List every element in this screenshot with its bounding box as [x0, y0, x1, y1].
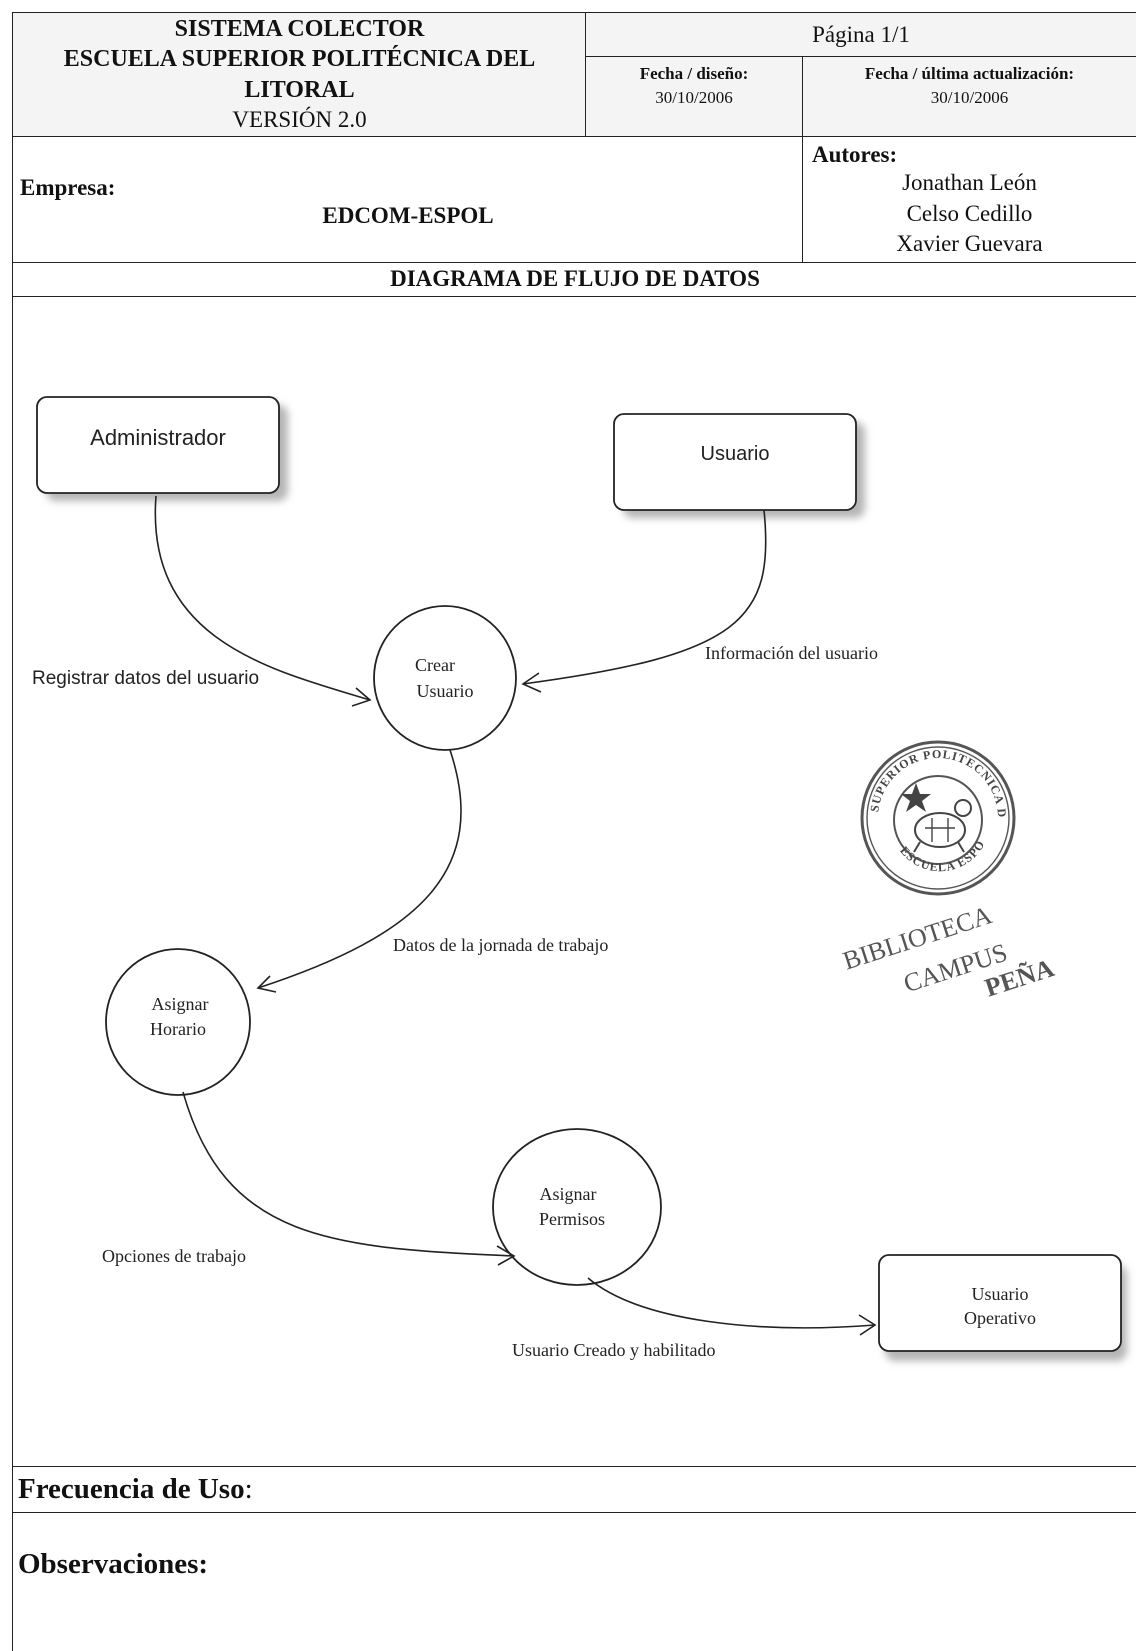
company-bottom — [12, 262, 1136, 263]
frequency-label: Frecuencia de Uso — [18, 1473, 245, 1505]
assign-permissions-label-1: Asignar — [540, 1184, 597, 1204]
header-background — [13, 13, 1136, 136]
company-label: Empresa: — [20, 175, 116, 200]
design-date-label: Fecha / diseño: — [639, 64, 749, 83]
frame-left — [12, 12, 13, 1651]
admin-entity-box — [36, 396, 280, 494]
stamp-center-ring — [893, 775, 983, 865]
flow-workday-label: Datos de la jornada de trabajo — [393, 935, 608, 955]
design-date: 30/10/2006 — [655, 88, 733, 107]
flow-user-info-label: Información del usuario — [705, 643, 878, 663]
flow-options-line — [182, 1091, 515, 1257]
create-user-label-2: Usuario — [417, 681, 474, 701]
create-user-process — [373, 605, 517, 751]
flow-user-info-line — [522, 509, 767, 685]
flow-register-arrowhead — [351, 687, 372, 707]
stamp-inner-ring — [866, 746, 1010, 890]
flow-workday-arrowhead — [256, 975, 277, 993]
flow-workday-line — [257, 749, 462, 989]
header-col-divider-2 — [802, 56, 803, 136]
turtle-head-icon — [954, 799, 972, 817]
flow-created-arrowhead — [858, 1314, 877, 1336]
observations-label: Observaciones: — [18, 1548, 209, 1580]
flow-register-label: Registrar datos del usuario — [32, 668, 259, 689]
author-3: Xavier Guevara — [896, 231, 1043, 256]
frequency-colon: : — [244, 1473, 253, 1505]
operative-entity-label-1: Usuario — [972, 1284, 1029, 1304]
author-2: Celso Cedillo — [906, 201, 1033, 226]
frequency-bottom — [12, 1512, 1136, 1513]
header-divider-page — [585, 56, 1136, 57]
flow-created-label: Usuario Creado y habilitado — [512, 1340, 715, 1360]
section-title: DIAGRAMA DE FLUJO DE DATOS — [390, 266, 760, 291]
section-title-bottom — [12, 296, 1136, 297]
assign-schedule-process — [105, 948, 251, 1096]
institution-line1: ESCUELA SUPERIOR POLITÉCNICA DEL — [63, 46, 536, 72]
authors-divider — [802, 136, 803, 262]
update-date: 30/10/2006 — [930, 88, 1009, 107]
flow-user-info-arrowhead — [521, 672, 542, 693]
turtle-shell-icon — [914, 812, 966, 848]
author-1: Jonathan León — [902, 170, 1037, 195]
admin-entity-label: Administrador — [90, 425, 226, 450]
star-icon — [901, 783, 931, 812]
frequency-row: Frecuencia de Uso: — [18, 1473, 253, 1506]
flow-options-label: Opciones de trabajo — [102, 1246, 246, 1266]
turtle-shell-pattern-icon — [925, 818, 955, 842]
flow-created-line — [587, 1277, 876, 1329]
assign-permissions-label-2: Permisos — [539, 1209, 605, 1229]
page-number: Página 1/1 — [812, 22, 910, 47]
create-user-label-1: Crear — [415, 655, 455, 675]
assign-schedule-label-1: Asignar — [152, 994, 209, 1014]
frame-top — [12, 12, 1136, 13]
header-col-divider-1 — [585, 12, 586, 136]
assign-permissions-process — [492, 1128, 662, 1286]
flow-register-line — [154, 495, 371, 701]
version-label: VERSIÓN 2.0 — [232, 107, 367, 132]
company-name: EDCOM-ESPOL — [322, 203, 494, 228]
diagram-bottom — [12, 1466, 1136, 1467]
operative-entity-label-2: Operativo — [964, 1308, 1036, 1328]
library-stamp: SUPERIOR POLITECNICA DEL LITORAL ESCUELA… — [0, 0, 1058, 1003]
system-title: SISTEMA COLECTOR — [174, 16, 425, 42]
header-bottom — [12, 136, 1136, 137]
operative-entity-box — [878, 1254, 1122, 1352]
assign-schedule-label-2: Horario — [150, 1019, 206, 1039]
user-entity-label: Usuario — [701, 443, 770, 465]
flow-options-arrowhead — [496, 1245, 516, 1266]
stamp-outer-ring — [860, 740, 1016, 896]
institution-line2: LITORAL — [244, 77, 355, 103]
turtle-legs-icon — [913, 841, 965, 853]
update-date-label: Fecha / última actualización: — [864, 64, 1075, 83]
authors-label: Autores: — [812, 142, 898, 167]
user-entity-box — [613, 413, 857, 511]
